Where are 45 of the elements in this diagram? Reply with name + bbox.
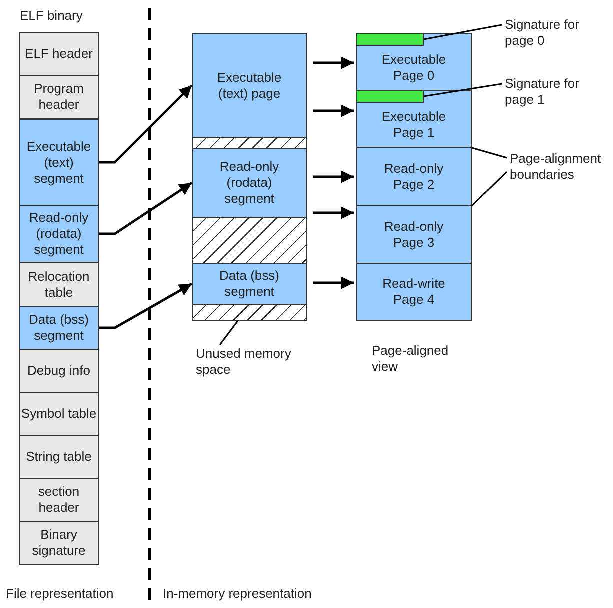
section-block: Program header	[19, 75, 99, 119]
unused-memory-region	[192, 217, 307, 264]
section-block: section header	[19, 478, 99, 522]
unused-memory-region	[192, 137, 307, 149]
page-block: Executable Page 1	[356, 90, 472, 148]
arrow	[313, 276, 354, 290]
section-block: Symbol table	[19, 392, 99, 436]
annotation-text: Signature for page 0	[505, 16, 605, 50]
segment-block: Executable (text) segment	[19, 119, 99, 206]
footer-label: In-memory representation	[163, 586, 313, 602]
memory-segment-block: Read-only (rodata) segment	[192, 148, 307, 218]
section-block: Relocation table	[19, 262, 99, 307]
annotation-text: Signature for page 1	[505, 75, 605, 109]
leader-line	[219, 320, 239, 346]
segment-block: Data (bss) segment	[19, 306, 99, 350]
signature-bar	[356, 90, 424, 103]
section-block: Debug info	[19, 349, 99, 393]
section-block: String table	[19, 435, 99, 479]
leader-line	[471, 171, 508, 207]
footer-label: File representation	[6, 586, 115, 602]
section-block: Binary signature	[19, 521, 99, 565]
unused-memory-region	[192, 304, 307, 321]
page-block: Read-only Page 3	[356, 205, 472, 264]
signature-bar	[356, 33, 424, 46]
memory-segment-block: Executable (text) page	[192, 33, 307, 138]
segment-block: Read-only (rodata) segment	[19, 205, 99, 263]
arrow	[99, 282, 193, 330]
arrow	[99, 84, 193, 164]
leader-line	[472, 147, 508, 159]
page-block: Read-only Page 2	[356, 147, 472, 206]
memory-segment-block: Data (bss) segment	[192, 263, 307, 305]
arrow	[313, 170, 354, 184]
column-heading: ELF binary	[20, 8, 84, 24]
annotation-text: Unused memory space	[196, 345, 316, 379]
arrow	[313, 206, 354, 220]
page-block: Executable Page 0	[356, 33, 472, 91]
leader-line	[424, 83, 502, 98]
arrow	[313, 104, 354, 118]
annotation-text: Page-alignment boundaries	[510, 150, 612, 184]
section-block: ELF header	[19, 32, 99, 76]
arrow	[313, 56, 354, 70]
page-block: Read-write Page 4	[356, 263, 472, 321]
annotation-text: Page-aligned view	[372, 343, 450, 375]
arrow	[99, 182, 193, 236]
leader-line	[424, 24, 502, 40]
